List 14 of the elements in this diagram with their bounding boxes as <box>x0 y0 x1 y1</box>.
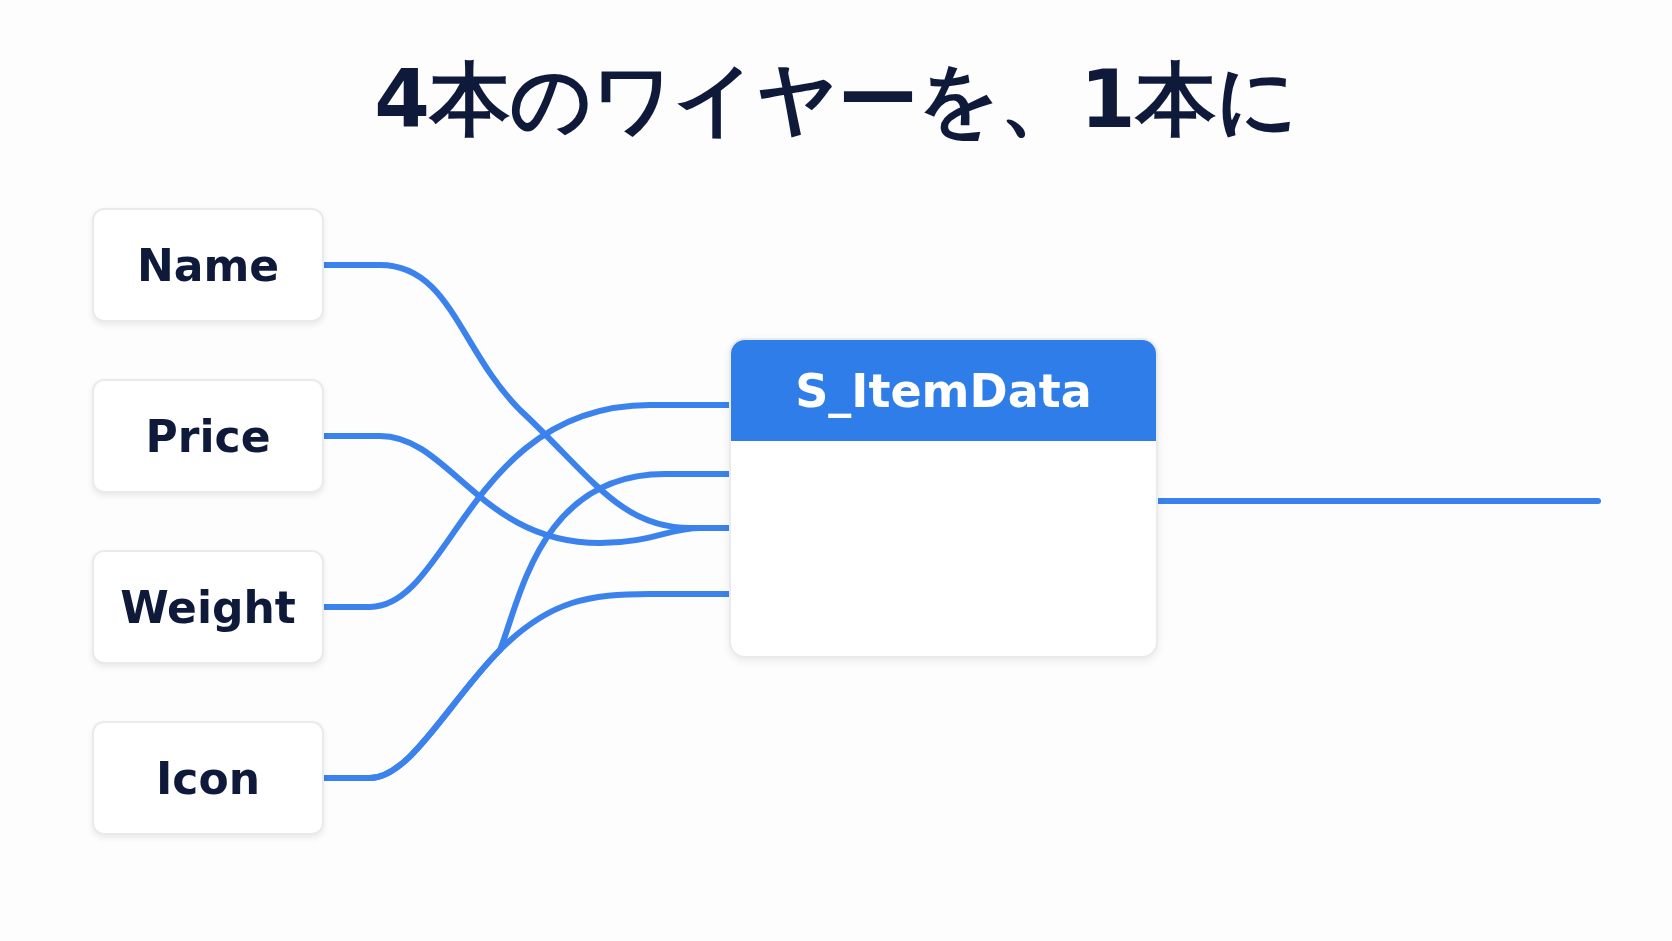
field-box <box>92 208 324 322</box>
field-box <box>92 379 324 493</box>
field-box <box>92 721 324 835</box>
field-label: Weight <box>120 581 296 633</box>
struct-name: S_ItemData <box>795 363 1092 418</box>
field-label: Name <box>136 239 280 291</box>
title: 4本のワイヤーを、1本に <box>374 52 1298 148</box>
field-label: Price <box>145 410 271 462</box>
wire <box>324 433 729 546</box>
struct-box <box>729 338 1158 658</box>
field-label: Icon <box>156 752 260 804</box>
field-box <box>92 550 324 664</box>
wire <box>324 402 729 610</box>
wire <box>324 471 729 781</box>
